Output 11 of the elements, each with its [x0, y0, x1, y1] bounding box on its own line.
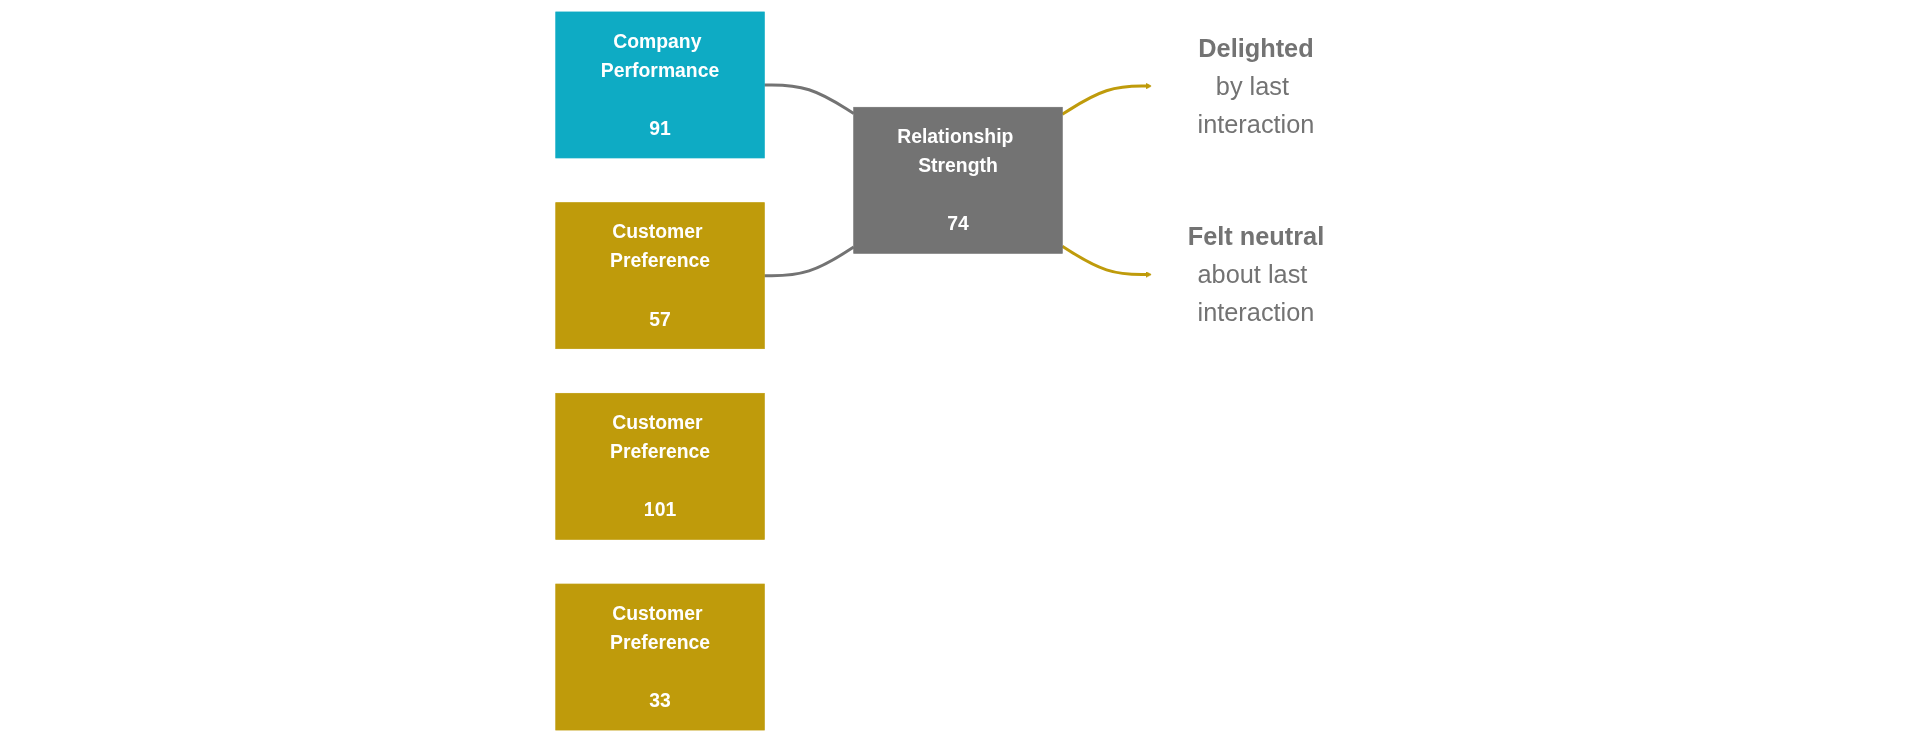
- node-text: Felt neutral about last interaction: [1187, 222, 1325, 327]
- node-box: Relationship Strength 74: [853, 106, 1063, 254]
- node-box: Company Performance 91: [555, 11, 765, 159]
- node-text: Delighted by last interaction: [1197, 33, 1315, 138]
- node-box: Customer Preference 33: [555, 583, 765, 731]
- connector: [764, 83, 855, 115]
- arrow: [1061, 82, 1152, 116]
- node-box: Customer Preference 57: [555, 202, 765, 349]
- node-box: Customer Preference 101: [555, 393, 765, 540]
- arrow: [1061, 245, 1152, 278]
- connector: [764, 245, 855, 278]
